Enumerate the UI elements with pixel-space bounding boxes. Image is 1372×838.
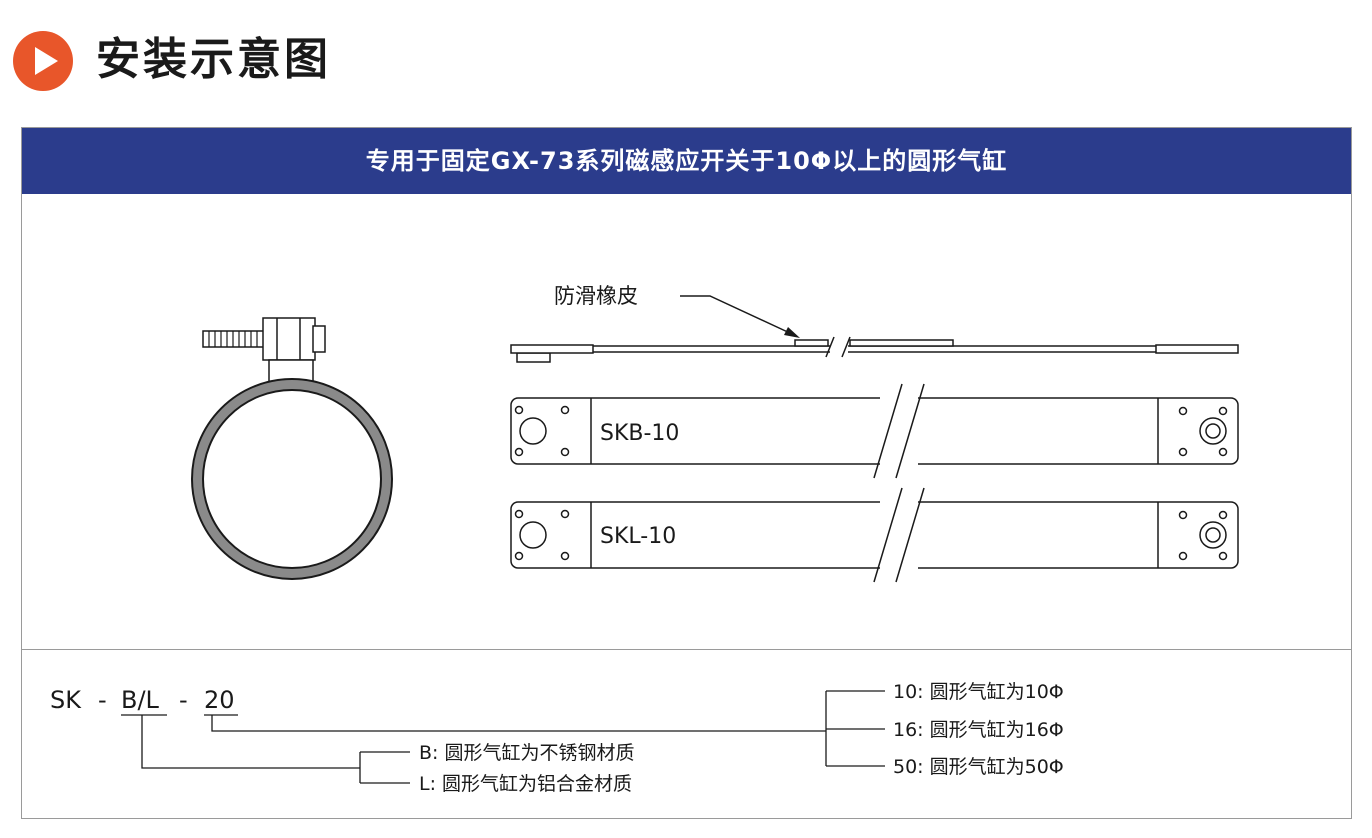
code-material: B/L	[121, 686, 160, 714]
strap-side-view	[510, 336, 1239, 363]
strap-skb-drawing	[510, 383, 1239, 479]
size-option-10: 10: 圆形气缸为10Φ	[893, 681, 1064, 703]
strap-skl-drawing	[510, 487, 1239, 583]
code-dash-2: -	[179, 686, 188, 714]
code-dash-1: -	[98, 686, 107, 714]
material-options: B: 圆形气缸为不锈钢材质 L: 圆形气缸为铝合金材质	[419, 742, 634, 795]
code-prefix: SK	[50, 686, 82, 714]
material-option-b: B: 圆形气缸为不锈钢材质	[419, 742, 634, 764]
section-divider	[22, 649, 1351, 650]
page-title: 安装示意图	[96, 34, 331, 85]
model-code: SK - B/L - 20	[50, 686, 235, 714]
play-icon	[13, 31, 73, 91]
size-option-50: 50: 圆形气缸为50Φ	[893, 756, 1064, 778]
header: 安装示意图	[0, 0, 1372, 110]
material-option-l: L: 圆形气缸为铝合金材质	[419, 773, 632, 795]
code-leader-lines	[121, 690, 885, 784]
size-options: 10: 圆形气缸为10Φ 16: 圆形气缸为16Φ 50: 圆形气缸为50Φ	[893, 681, 1064, 778]
rubber-pad-leader	[680, 295, 800, 338]
code-size: 20	[204, 686, 235, 714]
strap-skl-label: SKL-10	[600, 524, 676, 549]
clamp-ring-drawing	[191, 317, 393, 580]
rubber-pad-label: 防滑橡皮	[554, 284, 638, 308]
size-option-16: 16: 圆形气缸为16Φ	[893, 719, 1064, 741]
banner-title: 专用于固定GX-73系列磁感应开关于10Φ以上的圆形气缸	[22, 128, 1351, 194]
strap-skb-label: SKB-10	[600, 421, 679, 446]
diagram-frame: 专用于固定GX-73系列磁感应开关于10Φ以上的圆形气缸	[21, 127, 1352, 819]
